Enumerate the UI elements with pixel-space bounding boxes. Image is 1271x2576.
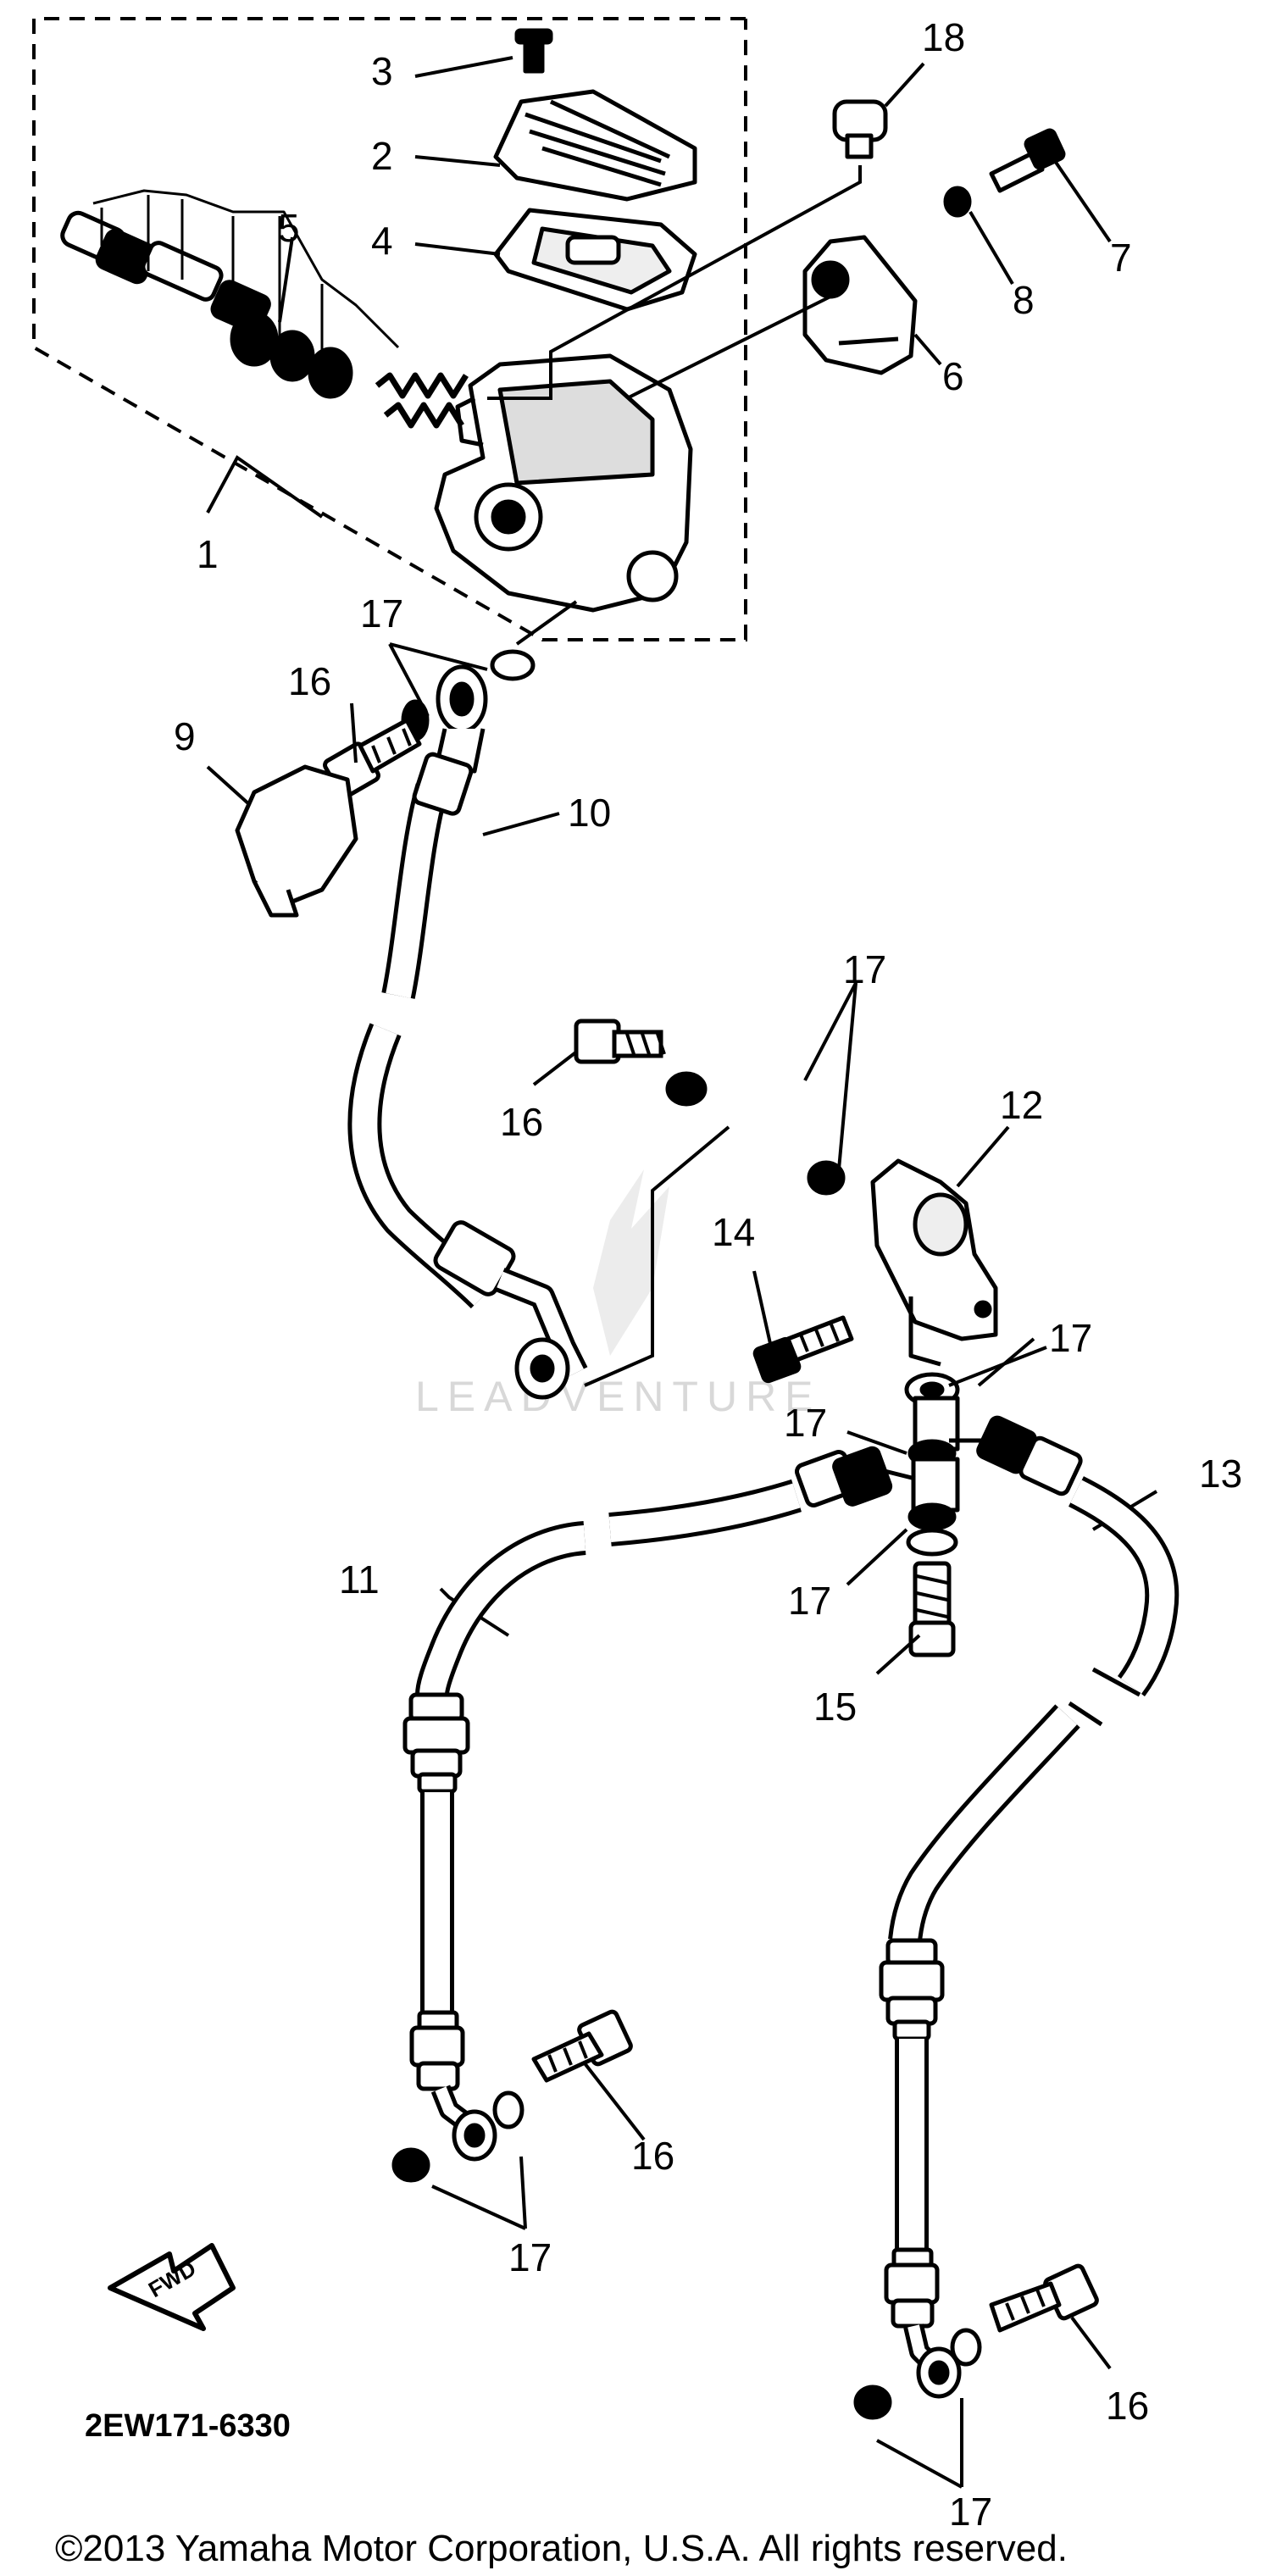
callout-7: 7 xyxy=(1110,236,1132,280)
reservoir-cap xyxy=(493,89,697,202)
clamp-washer xyxy=(943,186,972,218)
left-washer-lower xyxy=(391,2147,430,2183)
callout-17-joint-top: 17 xyxy=(1049,1316,1092,1360)
left-hose-mid-fitting xyxy=(402,1692,470,1794)
callout-15: 15 xyxy=(813,1685,857,1729)
callout-12: 12 xyxy=(1000,1083,1043,1127)
upper-hose-group xyxy=(235,649,588,1400)
middle-fasteners xyxy=(574,1019,846,1196)
diaphragm xyxy=(493,208,697,312)
joint-bracket xyxy=(870,1158,998,1367)
callout-6: 6 xyxy=(942,354,964,398)
callout-17-left: 17 xyxy=(508,2235,552,2279)
callout-16-left: 16 xyxy=(631,2134,674,2178)
callout-11: 11 xyxy=(339,1557,380,1602)
piston-kit xyxy=(60,189,469,429)
callout-18: 18 xyxy=(922,15,965,59)
right-hose-end-fitting xyxy=(884,2247,962,2399)
left-hose-group xyxy=(391,1446,916,2183)
callout-16-top: 16 xyxy=(288,659,331,703)
callout-10: 10 xyxy=(568,791,611,835)
middle-washer-1 xyxy=(665,1071,708,1107)
left-hose-end-fitting xyxy=(409,2010,497,2162)
callout-17-right: 17 xyxy=(949,2490,992,2534)
hose-fitting-lower xyxy=(433,1220,588,1400)
cap-screw xyxy=(514,28,553,74)
callout-17-joint-low: 17 xyxy=(788,1579,831,1623)
callout-16-right: 16 xyxy=(1106,2384,1149,2428)
right-washer-lower xyxy=(853,2384,892,2420)
callout-17-joint-mid: 17 xyxy=(784,1401,827,1445)
callout-4: 4 xyxy=(371,219,393,263)
leader-lines-middle xyxy=(206,642,1035,1387)
copyright-notice: ©2013 Yamaha Motor Corporation, U.S.A. A… xyxy=(55,2528,1068,2569)
bleed-cap xyxy=(832,99,888,159)
middle-washer-2 xyxy=(807,1160,846,1196)
left-washer-upper xyxy=(492,2090,524,2129)
callout-labels: 3 2 4 5 1 18 7 8 6 17 16 9 10 17 16 12 1… xyxy=(174,15,1242,2534)
right-hose-mid-fitting xyxy=(879,1938,945,2041)
master-cylinder-body xyxy=(434,353,693,613)
callout-5: 5 xyxy=(278,206,300,250)
leader-lines-lower xyxy=(431,1346,1158,2489)
right-union-bolt xyxy=(989,2263,1099,2333)
middle-union-bolt xyxy=(574,1019,666,1064)
clamp-bolt xyxy=(989,128,1066,193)
callout-9: 9 xyxy=(174,714,196,758)
callout-2: 2 xyxy=(371,134,393,178)
callout-13: 13 xyxy=(1199,1452,1242,1496)
right-washer-upper xyxy=(950,2328,982,2367)
callout-17-top: 17 xyxy=(360,591,403,636)
left-union-bolt xyxy=(531,2009,633,2083)
callout-3: 3 xyxy=(371,49,393,93)
leader-lines xyxy=(206,56,1112,646)
right-hose-joint-fitting xyxy=(976,1415,1083,1496)
callout-16-mid: 16 xyxy=(500,1100,543,1144)
washer-top-right xyxy=(490,649,536,681)
bracket-bolt xyxy=(752,1315,854,1384)
forward-arrow-icon: FWD xyxy=(108,2243,236,2331)
mirror-clamp xyxy=(802,235,918,375)
callout-14: 14 xyxy=(712,1210,755,1254)
watermark: LEADVENTURE xyxy=(415,1169,822,1420)
banjo-cover xyxy=(235,764,358,918)
left-hose-joint-fitting xyxy=(795,1446,916,1507)
joint-union-bolt xyxy=(908,1561,956,1657)
callout-8: 8 xyxy=(1013,278,1035,322)
master-cylinder-group xyxy=(60,28,1066,613)
part-code: 2EW171-6330 xyxy=(85,2408,291,2444)
callout-17-mid: 17 xyxy=(843,947,886,991)
right-hose-group xyxy=(853,1415,1179,2420)
watermark-text: LEADVENTURE xyxy=(415,1373,822,1420)
callout-1: 1 xyxy=(197,532,219,576)
